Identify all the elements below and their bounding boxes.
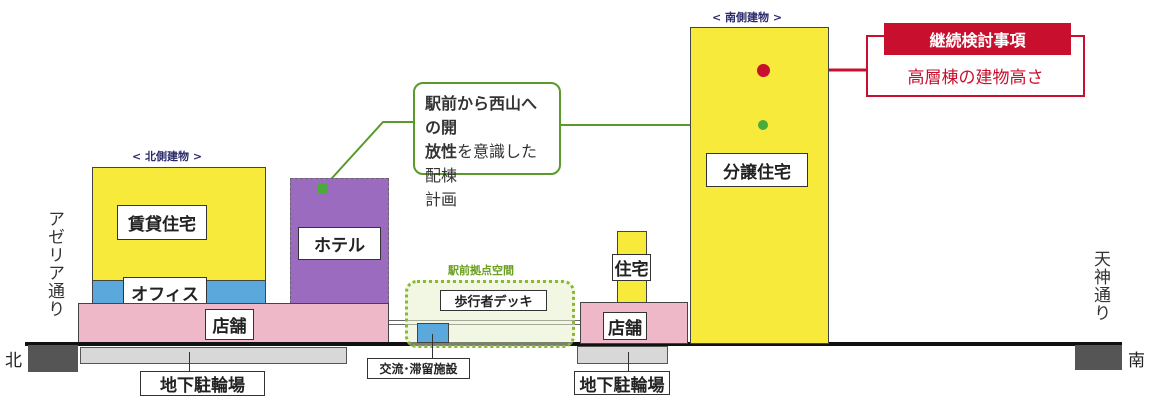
callout-line1: 駅前から西山への開 [425, 94, 538, 137]
callout-line3: 計画 [425, 190, 458, 209]
exchange-facility-block [417, 323, 449, 343]
green-leader-left [322, 121, 413, 189]
office-label: オフィス [123, 277, 207, 307]
green-callout: 駅前から西山への開 放性を意識した配棟 計画 [413, 82, 561, 209]
south-building-caption: < 南側建物 > [712, 11, 783, 24]
housing-label: 住宅 [612, 254, 651, 281]
rental-housing-label: 賃貸住宅 [117, 205, 207, 240]
underground-parking-south [577, 346, 668, 364]
exchange-facility-label: 交流･滞留施設 [367, 358, 470, 379]
north-label: 北 [5, 351, 22, 371]
condo-housing-label: 分譲住宅 [706, 153, 808, 187]
exchange-leader [432, 334, 433, 358]
tenjin-street-label: 天神通り [1090, 250, 1110, 322]
red-callout-header: 継続検討事項 [884, 23, 1071, 55]
store-label-south: 店舗 [603, 312, 647, 340]
pedestrian-deck-label: 歩行者デッキ [440, 290, 547, 311]
red-callout-body: 高層棟の建物高さ [907, 68, 1044, 88]
callout-line2-bold: 放性 [425, 142, 458, 161]
parking-leader-north [189, 352, 190, 371]
green-marker-dot [758, 120, 768, 130]
callout-line2-rest: を意識した配棟 [425, 142, 538, 185]
hotel-label: ホテル [298, 227, 381, 260]
ground-line [25, 342, 1122, 346]
station-plaza-caption: 駅前拠点空間 [448, 264, 514, 277]
parking-label-north: 地下駐輪場 [140, 371, 265, 396]
south-road-block [1075, 345, 1122, 370]
azalea-street-label: アゼリア通り [44, 210, 64, 318]
south-label: 南 [1128, 351, 1145, 371]
red-marker-dot [757, 64, 770, 77]
store-label-north: 店舗 [205, 309, 254, 340]
parking-label-south: 地下駐輪場 [574, 371, 670, 396]
parking-leader-south [628, 352, 629, 371]
underground-parking-north [80, 347, 347, 364]
north-building-caption: < 北側建物 > [132, 150, 203, 163]
green-marker [318, 183, 328, 193]
north-road-block [28, 345, 78, 372]
